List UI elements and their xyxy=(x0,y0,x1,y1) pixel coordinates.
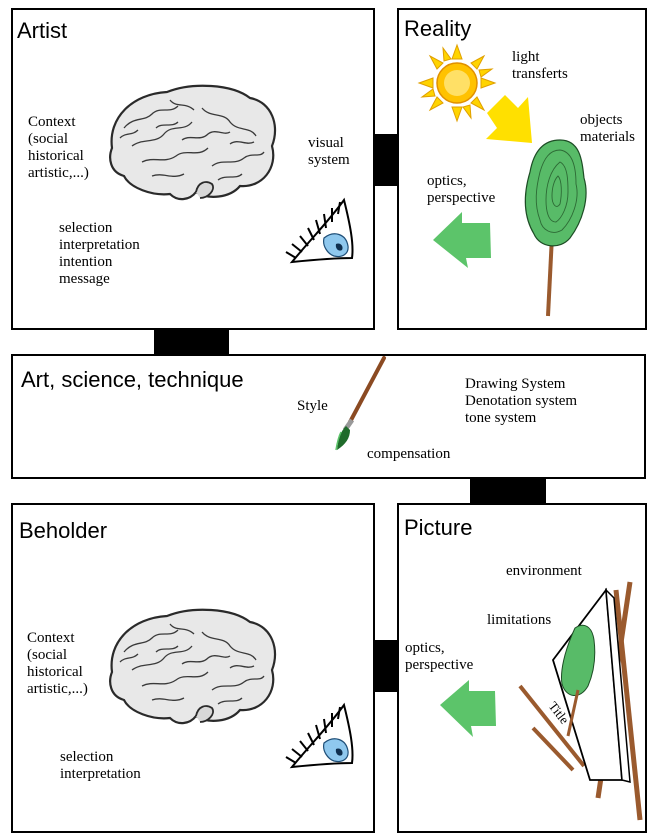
technique-compensation-label: compensation xyxy=(367,446,450,463)
optics-arrow-icon xyxy=(440,680,496,737)
brain-icon xyxy=(110,610,275,723)
picture-title: Picture xyxy=(404,515,472,541)
technique-title: Art, science, technique xyxy=(21,367,244,393)
sun-icon xyxy=(419,45,495,121)
artist-visual-system-label: visual system xyxy=(308,135,350,169)
reality-optics-label: optics, perspective xyxy=(427,173,495,207)
artist-intent-label: selection interpretation intention messa… xyxy=(59,220,140,288)
reality-light-label: light transferts xyxy=(512,49,568,83)
reality-title: Reality xyxy=(404,16,471,42)
beholder-title: Beholder xyxy=(19,518,107,544)
picture-environment-label: environment xyxy=(506,563,582,580)
artist-context-label: Context (social historical artistic,...) xyxy=(28,114,89,182)
eye-icon xyxy=(286,200,353,262)
eye-icon xyxy=(286,705,353,767)
paintbrush-icon xyxy=(336,358,384,450)
light-arrow-icon xyxy=(486,95,532,143)
beholder-selection-label: selection interpretation xyxy=(60,749,141,783)
tree-icon xyxy=(525,140,586,316)
picture-optics-label: optics, perspective xyxy=(405,640,473,674)
optics-arrow-icon xyxy=(433,212,491,268)
artist-title: Artist xyxy=(17,18,67,44)
beholder-context-label: Context (social historical artistic,...) xyxy=(27,630,88,698)
reality-objects-label: objects materials xyxy=(580,112,635,146)
picture-limitations-label: limitations xyxy=(487,612,551,629)
technique-style-label: Style xyxy=(297,398,328,415)
technique-systems-label: Drawing System Denotation system tone sy… xyxy=(465,376,577,427)
brain-icon xyxy=(110,86,275,199)
